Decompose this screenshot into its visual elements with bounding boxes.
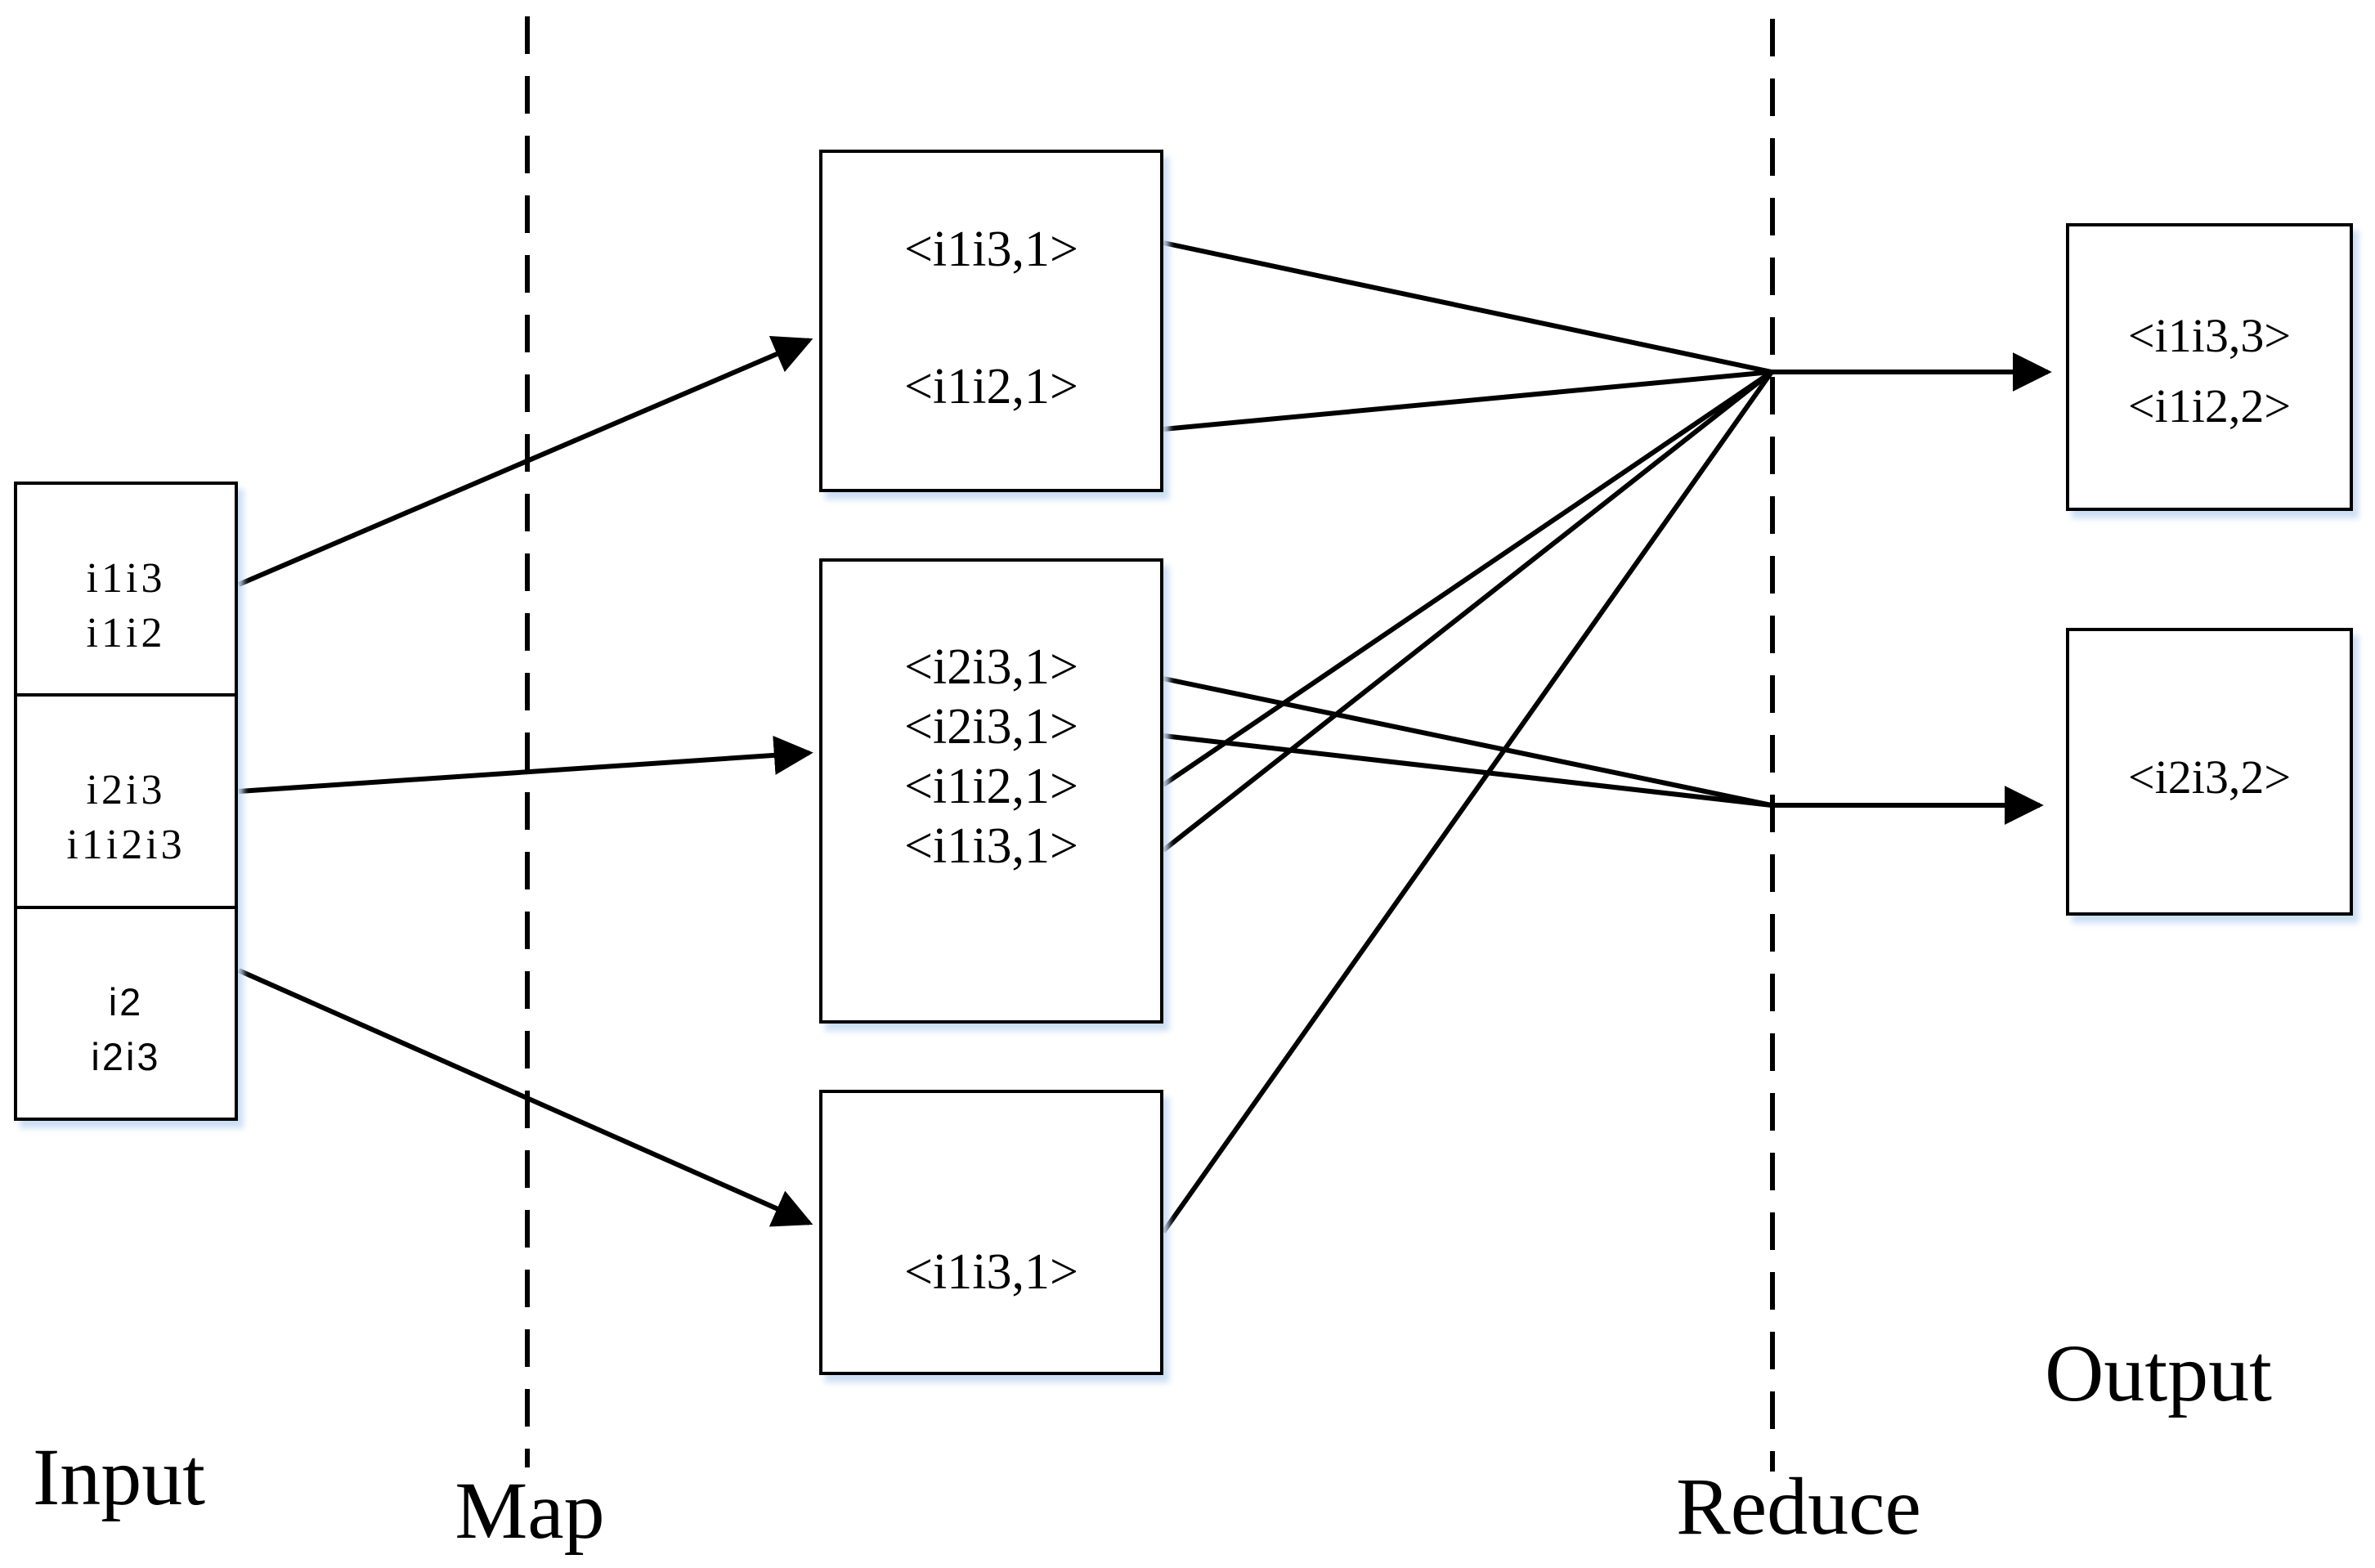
input-cell-3: i2 i2i3 (17, 905, 235, 1118)
map-box-1-pair-2: <i1i2,1> (904, 359, 1078, 414)
output-box-1: <i1i3,3> <i1i2,2> (2066, 223, 2353, 511)
output-box-1-pair-2: <i1i2,2> (2127, 379, 2292, 432)
map-box-1-pair-1: <i1i3,1> (904, 222, 1078, 277)
stage-label-output: Output (2045, 1328, 2272, 1418)
arrow-input-cell-3-to-map-box-3 (237, 968, 813, 1227)
line-map2-i1i2-to-reduce-point-1 (1162, 370, 1773, 787)
output-box-2-text: <i2i3,2> (2069, 631, 2350, 813)
stage-label-input: Input (33, 1431, 206, 1522)
arrow-input-cell-2-to-map-box-2 (238, 735, 813, 794)
map-box-2-text: <i2i3,1> <i2i3,1> <i1i2,1> <i1i3,1> (822, 562, 1160, 876)
line-map1-i1i3-to-reduce-point-1 (1163, 240, 1772, 374)
input-cell-2-line-2: i1i2i3 (66, 821, 186, 868)
map-box-3: <i1i3,1> (819, 1090, 1163, 1375)
input-splits-box: i1i3 i1i2 i2i3 i1i2i3 i2 i2i3 (14, 482, 238, 1121)
output-box-2: <i2i3,2> (2066, 628, 2353, 916)
map-box-2-pair-4: <i1i3,1> (904, 818, 1078, 874)
input-cell-1-line-1: i1i3 (86, 554, 166, 602)
map-box-1: <i1i3,1> <i1i2,1> (819, 150, 1163, 492)
input-cell-3-line-2: i2i3 (91, 1035, 161, 1079)
input-cell-1: i1i3 i1i2 (17, 485, 235, 693)
map-box-3-text: <i1i3,1> (822, 1093, 1160, 1302)
map-box-3-pair-1: <i1i3,1> (904, 1244, 1078, 1300)
map-box-2-pair-2: <i2i3,1> (904, 699, 1078, 755)
input-cell-1-line-2: i1i2 (86, 609, 166, 656)
output-box-2-pair-1: <i2i3,2> (2127, 750, 2292, 804)
stage-label-reduce: Reduce (1676, 1461, 1921, 1552)
input-cell-3-line-1: i2 (108, 980, 144, 1024)
line-map3-i1i3-to-reduce-point-1 (1161, 370, 1774, 1234)
input-cell-2: i2i3 i1i2i3 (17, 693, 235, 905)
line-map2-i2i3-b-to-reduce-point-2 (1163, 733, 1772, 808)
map-box-1-text: <i1i3,1> <i1i2,1> (822, 153, 1160, 413)
input-cell-3-text: i2 i2i3 (91, 974, 160, 1084)
arrow-input-cell-1-to-map-box-1 (237, 335, 813, 587)
line-map1-i1i2-to-reduce-point-1 (1163, 370, 1772, 432)
map-box-2: <i2i3,1> <i2i3,1> <i1i2,1> <i1i3,1> (819, 558, 1163, 1024)
map-box-2-pair-3: <i1i2,1> (904, 759, 1078, 814)
line-map2-i1i3-to-reduce-point-1 (1162, 370, 1773, 853)
map-box-2-pair-1: <i2i3,1> (904, 639, 1078, 695)
input-cell-1-text: i1i3 i1i2 (87, 551, 166, 661)
input-cell-2-text: i2i3 i1i2i3 (66, 763, 185, 872)
stage-label-map: Map (455, 1465, 605, 1556)
output-box-1-text: <i1i3,3> <i1i2,2> (2069, 226, 2350, 441)
input-cell-2-line-1: i2i3 (86, 766, 166, 813)
line-map2-i2i3-a-to-reduce-point-2 (1163, 676, 1772, 808)
output-box-1-pair-1: <i1i3,3> (2127, 309, 2292, 362)
